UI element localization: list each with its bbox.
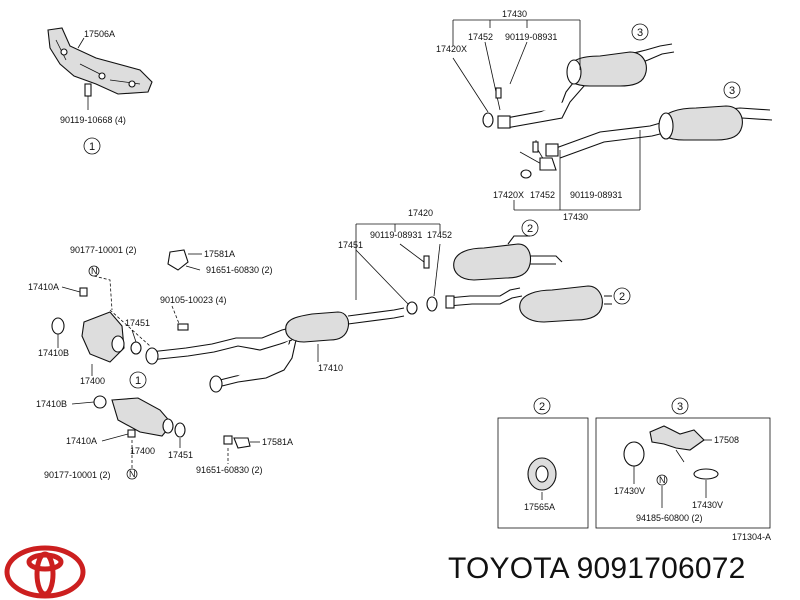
part-label-17430-bottom: 17430 [563, 212, 588, 222]
detail-box-3-part-17430V-right: 17430V [692, 500, 723, 510]
part-label-17451-bottom: 17451 [168, 450, 193, 460]
part-label-17410B-bottom: 17410B [36, 399, 67, 409]
part-label-17581A-top: 17581A [204, 249, 235, 259]
section-marker-3-b [723, 81, 741, 99]
converter-17400-top-drawing [81, 311, 125, 363]
part-label-17451-mid: 17451 [338, 240, 363, 250]
part-label-17420X-bottom: 17420X [493, 190, 524, 200]
center-pipe-17420-drawing [426, 235, 612, 323]
converter-17400-bottom-drawing [111, 397, 174, 437]
part-label-90119-08931-top: 90119-08931 [505, 32, 557, 42]
part-label-90119-08931-mid: 90119-08931 [370, 230, 422, 240]
rear-muffler-lower-drawing [545, 105, 773, 159]
part-label-17430-top: 17430 [502, 9, 527, 19]
detail-box-2-part-17565A: 17565A [524, 502, 555, 512]
part-label-90177-10001-top: 90177-10001 (2) [70, 245, 137, 255]
detail-box-3-marker [671, 397, 689, 415]
section-marker-2-a-label: 2 [527, 223, 533, 235]
part-label-17410B-top: 17410B [38, 348, 69, 358]
part-label-17420: 17420 [408, 208, 433, 218]
nut-marker-box3 [656, 474, 668, 486]
part-label-17420X-top: 17420X [436, 44, 467, 54]
nut-marker-bottom [126, 468, 138, 480]
part-label-17410: 17410 [318, 363, 343, 373]
detail-box-3 [595, 417, 771, 529]
part-label-91651-60830-top: 91651-60830 (2) [206, 265, 273, 275]
nut-marker-box3-label: N [659, 475, 666, 485]
ring-17430V-left [623, 441, 645, 467]
section-marker-3-b-label: 3 [729, 85, 735, 97]
section-marker-3-a [631, 23, 649, 41]
hanger-17581A-bottom-drawing [223, 435, 251, 449]
section-marker-2-b [613, 287, 631, 305]
section-marker-1-mid-label: 1 [135, 375, 141, 387]
detail-box-3-part-94185-60800: 94185-60800 (2) [636, 513, 703, 523]
detail-box-2-marker-label: 2 [539, 401, 545, 413]
nut-marker-bottom-label: N [129, 469, 136, 479]
part-label-17452-top: 17452 [468, 32, 493, 42]
toyota-logo [4, 545, 86, 599]
front-pipe-17410-drawing [145, 307, 405, 393]
bracket-17508-drawing [649, 425, 705, 463]
part-label-17506A: 17506A [84, 29, 115, 39]
part-number-caption: TOYOTA 9091706072 [448, 552, 746, 585]
part-label-91651-60830-bottom: 91651-60830 (2) [196, 465, 263, 475]
part-label-17452-bottom: 17452 [530, 190, 555, 200]
detail-box-2-marker [533, 397, 551, 415]
part-label-17581A-bottom: 17581A [262, 437, 293, 447]
part-label-90177-10001-bottom: 90177-10001 (2) [44, 470, 111, 480]
section-marker-1-mid [129, 371, 147, 389]
section-marker-3-a-label: 3 [637, 27, 643, 39]
part-label-17410A-bottom: 17410A [66, 436, 97, 446]
rear-muffler-upper-drawing [482, 43, 675, 129]
section-marker-2-b-label: 2 [619, 291, 625, 303]
detail-box-3-part-17508: 17508 [714, 435, 739, 445]
detail-box-2 [497, 417, 589, 529]
hanger-17581A-top-drawing [167, 249, 201, 271]
ring-17430V-right [693, 468, 719, 480]
section-marker-2-a [521, 219, 539, 237]
part-label-17410A-top: 17410A [28, 282, 59, 292]
nut-marker-top-label: N [91, 266, 98, 276]
part-label-17400-top: 17400 [80, 376, 105, 386]
part-label-17400-bottom: 17400 [130, 446, 155, 456]
rubber-mount-17565A-drawing [527, 457, 557, 491]
part-label-17451-left: 17451 [125, 318, 150, 328]
diagram-code: 171304-A [732, 532, 771, 542]
detail-box-3-part-17430V-left: 17430V [614, 486, 645, 496]
bolt-label-90119-10668: 90119-10668 (4) [60, 115, 126, 125]
part-label-17452-mid: 17452 [427, 230, 452, 240]
section-marker-1-label: 1 [89, 141, 95, 153]
section-marker-1 [83, 137, 101, 155]
part-label-90119-08931-bottom: 90119-08931 [570, 190, 622, 200]
part-label-90105-10023: 90105-10023 (4) [160, 295, 227, 305]
bracket-17506A-drawing [47, 27, 153, 110]
detail-box-3-marker-label: 3 [677, 401, 683, 413]
